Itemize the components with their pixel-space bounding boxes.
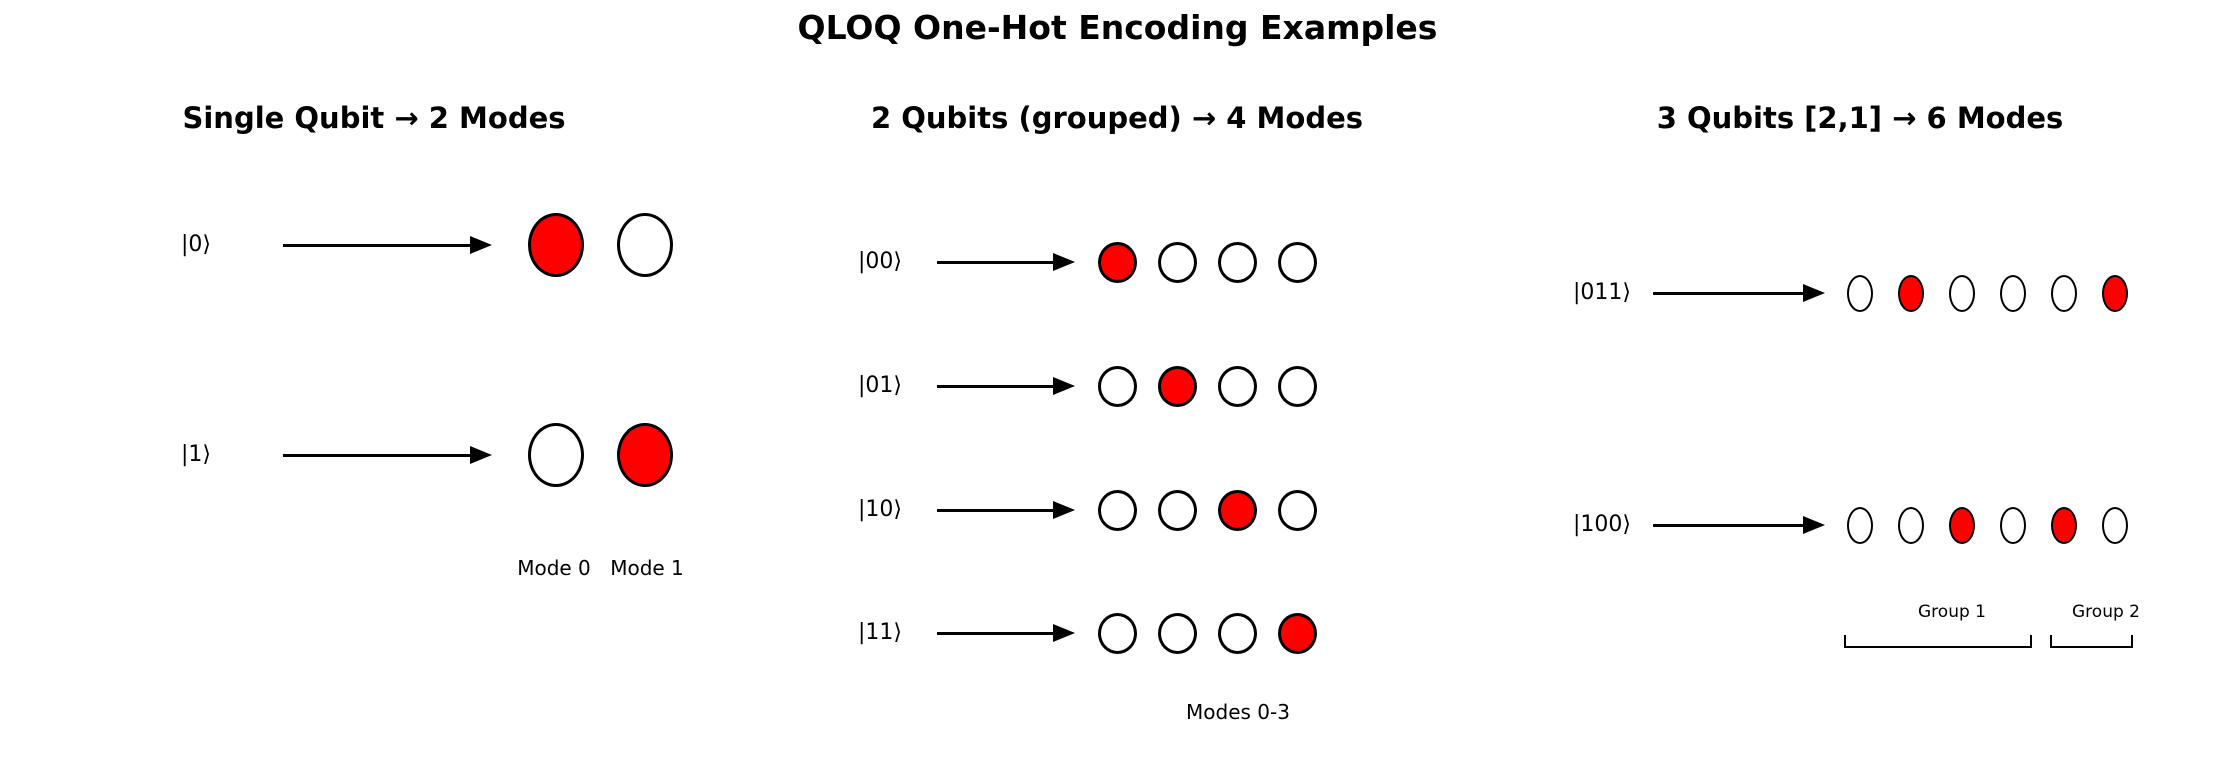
- ket-label: |011⟩: [1573, 280, 1631, 305]
- mode-circle-filled: [1158, 366, 1197, 407]
- mode-circle-empty: [1898, 507, 1924, 544]
- ket-label: |10⟩: [858, 497, 902, 522]
- mode-circle-filled: [1278, 613, 1317, 654]
- mode-circle-empty: [1218, 366, 1257, 407]
- arrow-head: [1053, 377, 1075, 395]
- arrow-shaft: [937, 508, 1059, 512]
- arrow-shaft: [937, 384, 1059, 388]
- arrow-head: [1803, 516, 1825, 534]
- right-arrow-icon: [937, 500, 1075, 520]
- figure-title: QLOQ One-Hot Encoding Examples: [797, 8, 1438, 47]
- mode-circle-empty: [1218, 613, 1257, 654]
- arrow-shaft: [283, 243, 476, 247]
- ket-label: |01⟩: [858, 373, 902, 398]
- right-arrow-icon: [1653, 515, 1825, 535]
- arrow-head: [1803, 284, 1825, 302]
- ket-label: |0⟩: [181, 232, 211, 257]
- mode-circle-filled: [1898, 275, 1924, 312]
- ket-label: |1⟩: [181, 442, 211, 467]
- mode-0-label: Mode 0: [517, 556, 591, 580]
- panel-title-two-qubits: 2 Qubits (grouped) → 4 Modes: [870, 101, 1364, 135]
- group-2-bracket: [2050, 635, 2133, 648]
- mode-circles-row: [1098, 490, 1317, 531]
- mode-circles-row: [1098, 613, 1317, 654]
- mode-circle-empty: [1158, 490, 1197, 531]
- mode-circle-empty: [617, 213, 673, 277]
- right-arrow-icon: [1653, 283, 1825, 303]
- mode-circle-empty: [1847, 275, 1873, 312]
- group-2-label: Group 2: [2072, 602, 2140, 622]
- mode-circle-filled: [1218, 490, 1257, 531]
- mode-circles-row: [528, 213, 673, 277]
- mode-circles-row: [1098, 242, 1317, 283]
- arrow-shaft: [937, 260, 1059, 264]
- arrow-head: [1053, 253, 1075, 271]
- mode-circles-row: [1847, 275, 2128, 312]
- group-1-label: Group 1: [1918, 602, 1986, 622]
- arrow-shaft: [937, 631, 1059, 635]
- arrow-head: [470, 446, 492, 464]
- mode-circle-filled: [2102, 275, 2128, 312]
- right-arrow-icon: [283, 235, 492, 255]
- mode-circle-empty: [2000, 507, 2026, 544]
- mode-circle-empty: [1847, 507, 1873, 544]
- mode-circle-filled: [617, 423, 673, 487]
- mode-circle-empty: [2000, 275, 2026, 312]
- panel-title-single-qubit: Single Qubit → 2 Modes: [182, 101, 566, 135]
- ket-label: |00⟩: [858, 249, 902, 274]
- mode-circle-empty: [2051, 275, 2077, 312]
- mode-circle-empty: [1949, 275, 1975, 312]
- mode-circle-empty: [1158, 613, 1197, 654]
- mode-circle-empty: [528, 423, 584, 487]
- arrow-shaft: [1653, 291, 1809, 295]
- mode-circle-empty: [1098, 490, 1137, 531]
- mode-circle-empty: [2102, 507, 2128, 544]
- mode-circle-filled: [1949, 507, 1975, 544]
- mode-circle-empty: [1218, 242, 1257, 283]
- arrow-shaft: [1653, 523, 1809, 527]
- mode-circle-empty: [1098, 613, 1137, 654]
- arrow-head: [470, 236, 492, 254]
- mode-circle-empty: [1098, 366, 1137, 407]
- group-1-bracket: [1844, 635, 2032, 648]
- right-arrow-icon: [937, 252, 1075, 272]
- ket-label: |11⟩: [858, 620, 902, 645]
- mode-circles-row: [1098, 366, 1317, 407]
- arrow-head: [1053, 501, 1075, 519]
- mode-1-label: Mode 1: [610, 556, 684, 580]
- modes-0-3-label: Modes 0-3: [1186, 700, 1290, 724]
- right-arrow-icon: [937, 376, 1075, 396]
- right-arrow-icon: [937, 623, 1075, 643]
- mode-circle-empty: [1278, 366, 1317, 407]
- mode-circle-empty: [1278, 490, 1317, 531]
- ket-label: |100⟩: [1573, 512, 1631, 537]
- arrow-head: [1053, 624, 1075, 642]
- panel-title-three-qubits: 3 Qubits [2,1] → 6 Modes: [1656, 101, 2064, 135]
- mode-circle-filled: [1098, 242, 1137, 283]
- arrow-shaft: [283, 453, 476, 457]
- mode-circle-empty: [1158, 242, 1197, 283]
- right-arrow-icon: [283, 445, 492, 465]
- mode-circle-filled: [528, 213, 584, 277]
- mode-circles-row: [1847, 507, 2128, 544]
- mode-circle-empty: [1278, 242, 1317, 283]
- mode-circle-filled: [2051, 507, 2077, 544]
- mode-circles-row: [528, 423, 673, 487]
